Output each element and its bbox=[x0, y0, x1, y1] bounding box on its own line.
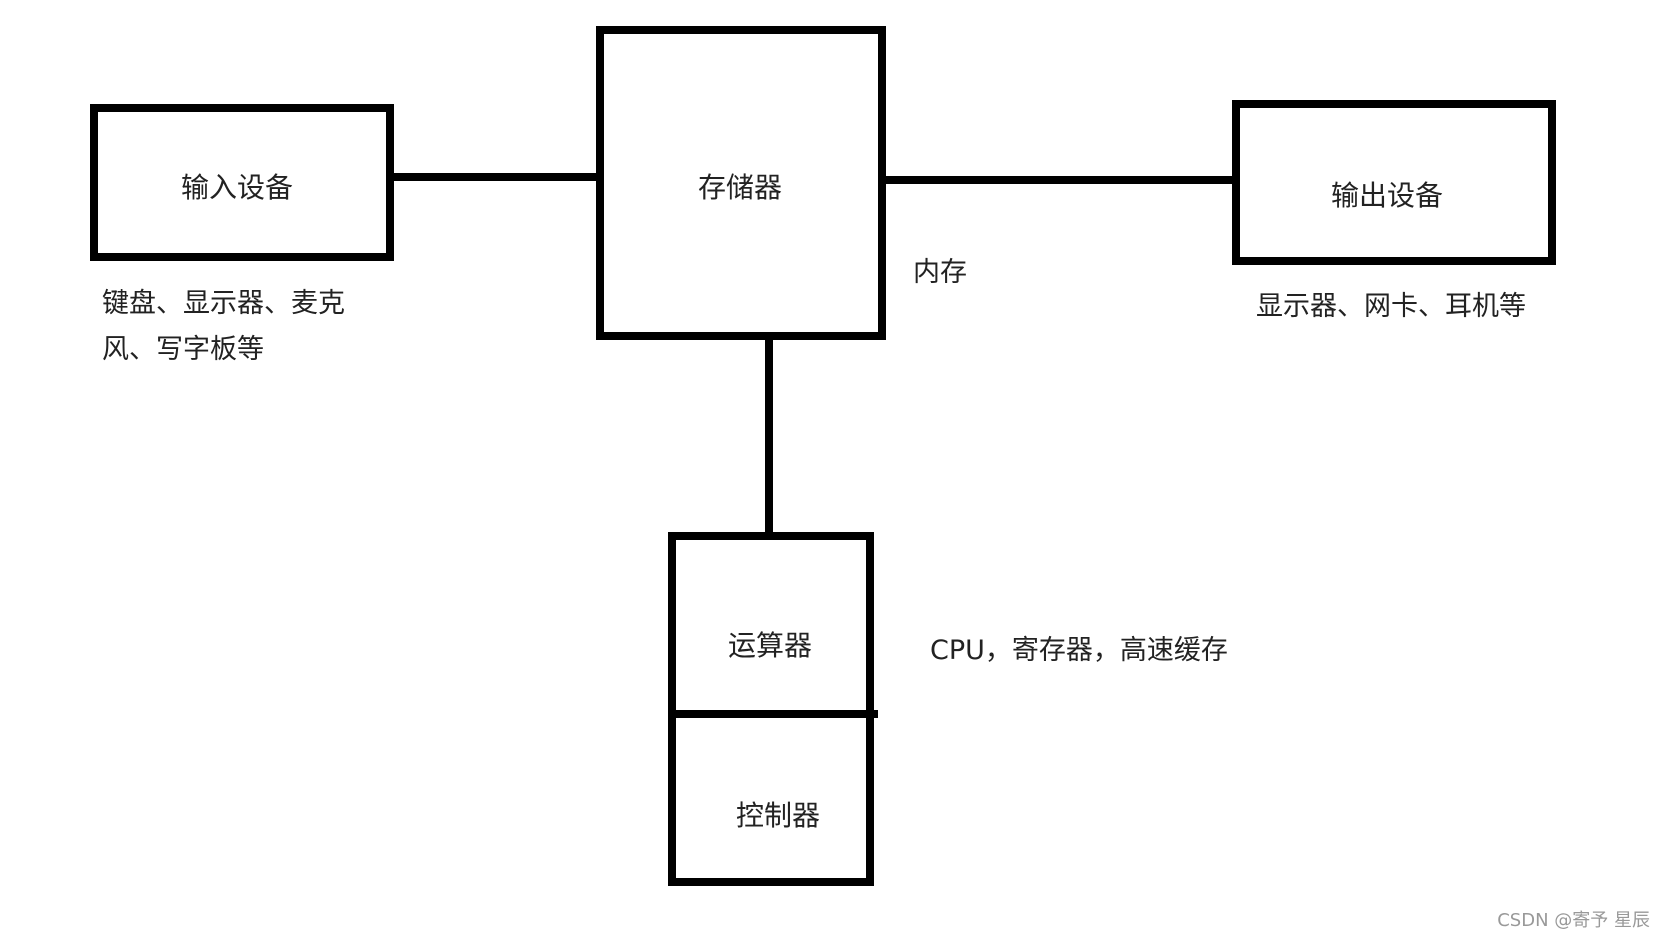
line-input-to-memory bbox=[390, 173, 596, 181]
memory-box: 存储器 bbox=[596, 26, 886, 340]
output-device-examples: 显示器、网卡、耳机等 bbox=[1256, 291, 1526, 322]
input-device-examples: 键盘、显示器、麦克 风、写字板等 bbox=[102, 281, 345, 373]
input-device-examples-line-2: 风、写字板等 bbox=[102, 334, 264, 365]
line-memory-to-cpu bbox=[765, 336, 773, 536]
alu-label: 运算器 bbox=[728, 629, 813, 662]
alu-controller-divider bbox=[668, 710, 878, 718]
cpu-box: 运算器 控制器 bbox=[668, 532, 874, 886]
memory-label: 存储器 bbox=[698, 171, 783, 204]
line-memory-to-output bbox=[886, 176, 1236, 184]
input-device-box: 输入设备 bbox=[90, 104, 394, 261]
input-device-label: 输入设备 bbox=[181, 171, 294, 204]
input-device-examples-line-1: 键盘、显示器、麦克 bbox=[102, 288, 345, 319]
watermark: CSDN @寄予 星辰 bbox=[1497, 910, 1650, 931]
controller-label: 控制器 bbox=[736, 799, 821, 832]
memory-note: 内存 bbox=[913, 257, 967, 288]
output-device-label: 输出设备 bbox=[1331, 179, 1444, 212]
output-device-box: 输出设备 bbox=[1232, 100, 1556, 265]
cpu-note: CPU，寄存器，高速缓存 bbox=[930, 635, 1228, 666]
